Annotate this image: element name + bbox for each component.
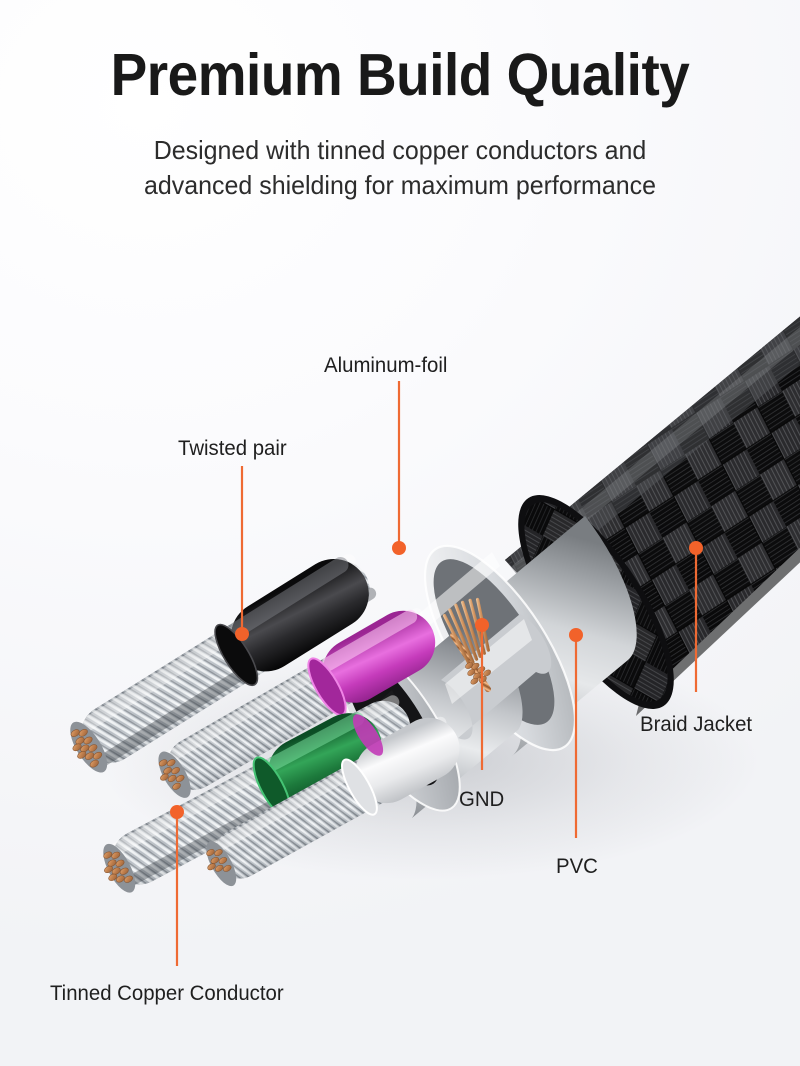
conductor-magenta bbox=[158, 608, 436, 798]
core-magenta-sliver bbox=[352, 714, 384, 756]
page-subtitle-line2: advanced shielding for maximum performan… bbox=[144, 170, 656, 201]
callout-label-braid-jacket: Braid Jacket bbox=[640, 713, 753, 736]
callout-label-aluminum-foil: Aluminum-foil bbox=[324, 354, 448, 377]
callout-dot-pvc bbox=[569, 628, 583, 642]
header-block: Premium Build Quality Designed with tinn… bbox=[0, 0, 800, 204]
page-title: Premium Build Quality bbox=[110, 42, 690, 108]
page-subtitle: Designed with tinned copper conductors a… bbox=[16, 105, 784, 204]
callout-label-tinned-copper-conductor: Tinned Copper Conductor bbox=[50, 982, 284, 1005]
callout-dot-tinned-copper-conductor bbox=[170, 805, 184, 819]
callout-dot-gnd bbox=[475, 618, 489, 632]
callout-label-twisted-pair: Twisted pair bbox=[178, 437, 287, 460]
conductor-black bbox=[70, 554, 377, 773]
callout-dot-aluminum-foil bbox=[392, 541, 406, 555]
callout-label-pvc: PVC bbox=[556, 855, 598, 878]
callout-dot-braid-jacket bbox=[689, 541, 703, 555]
conductor-white bbox=[206, 716, 460, 887]
callout-dot-twisted-pair bbox=[235, 627, 249, 641]
page-subtitle-line1: Designed with tinned copper conductors a… bbox=[153, 135, 647, 165]
callout-label-gnd: GND bbox=[459, 788, 505, 811]
gnd-copper-strands bbox=[441, 597, 552, 740]
callout-lines bbox=[170, 381, 703, 966]
